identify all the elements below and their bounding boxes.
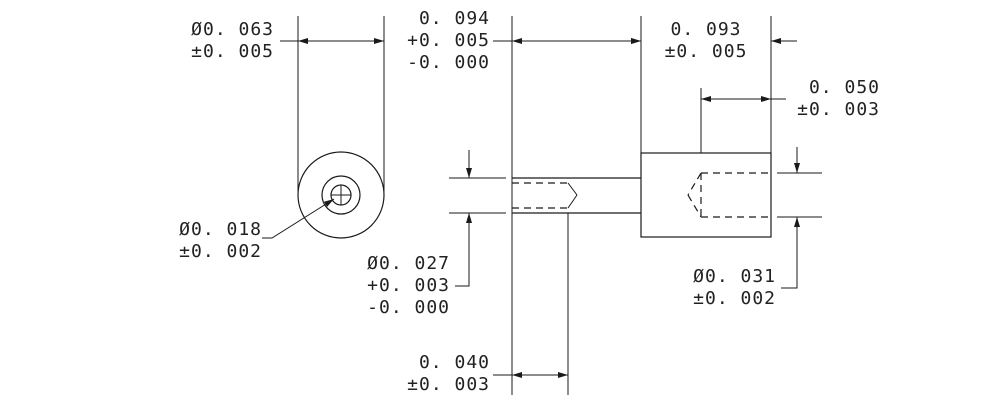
head-length-tolerance: ±0. 005 xyxy=(664,41,748,62)
shank-bore-drill-point-top xyxy=(567,182,578,196)
shank-diameter-plus-tolerance: +0. 003 xyxy=(367,275,450,296)
shank-length-label: 0. 094 +0. 005 -0. 000 xyxy=(385,8,490,74)
shank-diameter-minus-tolerance: -0. 000 xyxy=(367,297,450,318)
shank-bore-depth-label: 0. 040 ±0. 003 xyxy=(385,352,490,396)
bore-diameter-tolerance: ±0. 002 xyxy=(179,241,262,262)
head-bore-depth-value: 0. 050 xyxy=(808,77,880,98)
shank-diameter-label: Ø0. 027 +0. 003 -0. 000 xyxy=(346,253,450,319)
shank-length-minus-tolerance: -0. 000 xyxy=(407,52,490,73)
shank-bore-depth-tolerance: ±0. 003 xyxy=(407,374,490,395)
shank-bore-depth-value: 0. 040 xyxy=(418,352,490,373)
head-bore-diameter-value: Ø0. 031 xyxy=(693,266,776,287)
shank-bore-drill-point-bottom xyxy=(567,194,578,209)
end-view-middle-circle xyxy=(321,175,361,215)
end-view xyxy=(262,16,385,239)
head-length-label: 0. 093 ±0. 005 xyxy=(652,19,760,63)
head-bore-depth-label: 0. 050 ±0. 003 xyxy=(778,77,880,121)
head-bore-drill-point-top xyxy=(687,172,702,196)
head-length-value: 0. 093 xyxy=(670,19,742,40)
head-diameter-tolerance: ±0. 005 xyxy=(191,41,274,62)
head-block xyxy=(640,152,772,238)
shank-length-plus-tolerance: +0. 005 xyxy=(407,30,490,51)
head-diameter-value: Ø0. 063 xyxy=(191,19,274,40)
shank-diameter-arrow-bottom xyxy=(455,213,472,287)
head-diameter-label: Ø0. 063 ±0. 005 xyxy=(170,19,274,63)
head-bore-drill-point-bottom xyxy=(687,194,702,218)
head-bore-diameter-arrow-bottom xyxy=(781,217,800,289)
head-bore-diameter-tolerance: ±0. 002 xyxy=(693,288,776,309)
shank-diameter-value: Ø0. 027 xyxy=(367,253,450,274)
bore-diameter-label: Ø0. 018 ±0. 002 xyxy=(158,219,262,263)
bore-diameter-value: Ø0. 018 xyxy=(179,219,262,240)
head-bore-diameter-label: Ø0. 031 ±0. 002 xyxy=(672,266,776,310)
head-bore-depth-tolerance: ±0. 003 xyxy=(797,99,880,120)
bore-diameter-leader xyxy=(262,198,335,239)
shank-length-value: 0. 094 xyxy=(418,8,490,29)
side-view xyxy=(449,16,822,395)
